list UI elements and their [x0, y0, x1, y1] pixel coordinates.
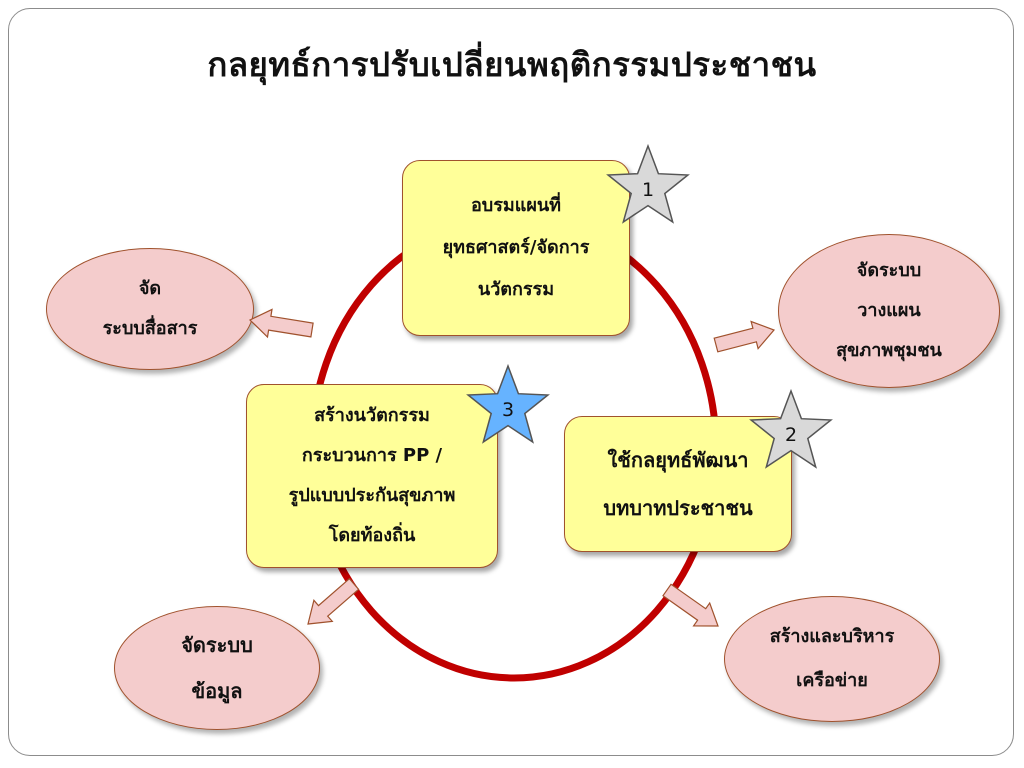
oval-network-line-2: เครือข่าย: [796, 670, 868, 691]
page-title: กลยุทธ์การปรับเปลี่ยนพฤติกรรมประชาชน: [207, 45, 817, 84]
oval-communication-system: จัด ระบบสื่อสาร: [46, 248, 254, 370]
oval-planning-line-3: สุขภาพชุมชน: [836, 340, 942, 361]
oval-planning-line-2: วางแผน: [857, 300, 921, 321]
oval-data-system: จัดระบบ ข้อมูล: [114, 606, 320, 730]
box-3-line-1: สร้างนวัตกรรม: [314, 405, 430, 426]
oval-data-line-2: ข้อมูล: [191, 679, 243, 703]
oval-network-management: สร้างและบริหาร เครือข่าย: [724, 596, 940, 722]
oval-network-line-1: สร้างและบริหาร: [769, 626, 895, 647]
oval-communication-line-1: จัด: [138, 278, 162, 299]
box-1-line-3: นวัตกรรม: [477, 279, 555, 300]
box-3-line-2: กระบวนการ PP /: [301, 445, 443, 466]
oval-planning-line-1: จัดระบบ: [856, 260, 922, 281]
oval-community-health-planning: จัดระบบ วางแผน สุขภาพชุมชน: [778, 234, 1000, 388]
oval-communication-line-2: ระบบสื่อสาร: [102, 318, 198, 339]
box-1-line-2: ยุทธศาสตร์/จัดการ: [442, 237, 590, 258]
box-3-line-4: โดยท้องถิ่น: [328, 525, 416, 546]
box-3-line-3: รูปแบบประกันสุขภาพ: [288, 485, 456, 506]
strategy-box-2: ใช้กลยุทธ์พัฒนา บทบาทประชาชน: [564, 416, 792, 552]
box-2-line-1: ใช้กลยุทธ์พัฒนา: [607, 448, 749, 472]
strategy-box-3: สร้างนวัตกรรม กระบวนการ PP / รูปแบบประกั…: [246, 384, 498, 568]
strategy-box-1: อบรมแผนที่ ยุทธศาสตร์/จัดการ นวัตกรรม: [402, 160, 630, 336]
box-2-line-2: บทบาทประชาชน: [603, 496, 753, 520]
box-1-line-1: อบรมแผนที่: [470, 195, 562, 216]
oval-data-line-1: จัดระบบ: [181, 633, 253, 657]
